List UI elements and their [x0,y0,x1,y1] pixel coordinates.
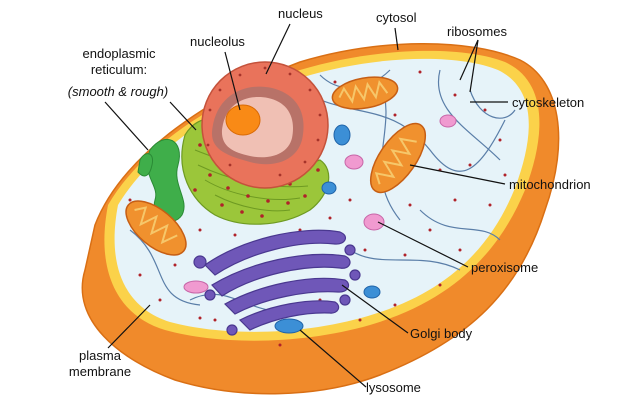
golgi-stack [193,229,361,336]
label-peroxisome: peroxisome [471,260,539,275]
ribosome-dot [393,303,397,307]
ribosome-dot [453,93,457,97]
ribosome-dot [328,216,332,220]
label-er-line2: reticulum: [90,62,148,77]
ribosome-dot [198,228,202,232]
ribosome-dot [333,80,337,84]
ribosome-dot [458,248,462,252]
ribosome-dot [453,198,457,202]
ribosome-dot [348,198,352,202]
label-er-line3: (smooth & rough) [67,84,169,99]
label-lysosome: lysosome [366,380,421,395]
ribosome-dot [363,248,367,252]
label-cytoskeleton: cytoskeleton [512,95,585,110]
label-ribosomes: ribosomes [447,24,507,39]
ribosome-dot [278,343,282,347]
ribosome-dot [358,318,362,322]
ribosome-dot [198,316,202,320]
peroxisomes [183,114,457,294]
ribosome-dot [483,108,487,112]
ribosome-dot [393,113,397,117]
leader-lines [104,23,508,388]
ribosome-dot [213,318,217,322]
smooth-er [137,138,185,222]
lysosomes [274,124,381,334]
ribosome-dot [158,298,162,302]
mitochondria [125,76,427,256]
ribosome-dot [503,173,507,177]
ribosome-dot [438,283,442,287]
label-golgi-body: Golgi body [410,326,473,341]
ribosome-dot [428,228,432,232]
ribosome-dot [488,203,492,207]
ribosome-dot [128,198,132,202]
label-cytosol: cytosol [376,10,417,25]
nucleolus-body [225,104,261,136]
label-membrane-line1: plasma [79,348,121,363]
ribosome-dot [468,163,472,167]
nucleus-body [201,61,329,189]
label-nucleus: nucleus [278,6,323,21]
label-mitochondrion: mitochondrion [509,177,591,192]
label-nucleolus: nucleolus [190,34,245,49]
ribosome-dot [233,233,237,237]
ribosome-dot [498,138,502,142]
ribosome-dot [418,70,422,74]
label-membrane-line2: membrane [68,364,132,379]
ribosome-dot [403,253,407,257]
ribosome-dot [173,263,177,267]
ribosome-dot [138,273,142,277]
label-er-line1: endoplasmic [82,46,156,61]
ribosome-dot [408,203,412,207]
